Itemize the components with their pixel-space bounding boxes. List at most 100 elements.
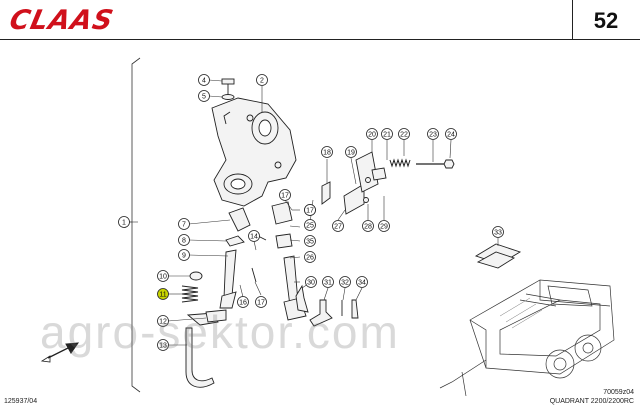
callout-label: 18 [323, 149, 331, 156]
callout-circle [198, 74, 210, 86]
callout-circle [378, 220, 390, 232]
callout-circle [255, 296, 267, 308]
callout-label: 11 [159, 291, 166, 298]
compression-spring [181, 285, 199, 303]
link-12 [205, 309, 227, 323]
direction-arrow [40, 342, 80, 363]
callout-17: 17 [279, 189, 291, 201]
bolt-part [221, 78, 235, 100]
callout-label: 30 [307, 279, 315, 286]
callout-8: 8 [178, 234, 190, 246]
callout-label: 27 [334, 223, 342, 230]
callout-circle [198, 90, 210, 102]
callout-label: 17 [257, 299, 265, 306]
callout-7: 7 [178, 218, 190, 230]
callout-label: 4 [202, 77, 206, 84]
header-divider [572, 0, 573, 39]
callout-label: 19 [347, 149, 355, 156]
callout-32: 32 [339, 276, 351, 288]
callout-circle [248, 230, 260, 242]
callout-circle [157, 315, 169, 327]
lever-31 [309, 299, 359, 327]
callout-34: 34 [356, 276, 368, 288]
callout-circle [178, 249, 190, 261]
callout-label: 33 [494, 229, 502, 236]
callout-24: 24 [445, 128, 457, 140]
callout-21: 21 [381, 128, 393, 140]
callout-label: 24 [447, 131, 455, 138]
callout-35: 35 [304, 235, 316, 247]
callout-25: 25 [304, 219, 316, 231]
callout-circle [398, 128, 410, 140]
callout-26: 26 [304, 251, 316, 263]
callout-label: 35 [306, 238, 314, 245]
callout-circle [304, 219, 316, 231]
footer-right-code: 70059z04 [603, 389, 634, 396]
callout-circle [178, 234, 190, 246]
callout-label: 20 [368, 131, 376, 138]
callout-circle [256, 74, 268, 86]
callout-circle [305, 276, 317, 288]
callout-circle [321, 146, 333, 158]
callout-circle [279, 189, 291, 201]
callout-group: 1245789101112131415161717171819202122232… [118, 74, 504, 351]
page-number: 52 [593, 8, 619, 33]
callout-9: 9 [178, 249, 190, 261]
callout-2: 2 [256, 74, 268, 86]
callout-label: 17 [281, 192, 289, 199]
callout-circle [322, 276, 334, 288]
callout-13: 13 [157, 339, 169, 351]
callout-label: 9 [182, 252, 186, 259]
leader-lines [132, 79, 499, 346]
callout-18: 18 [321, 146, 333, 158]
callout-10: 10 [157, 270, 169, 282]
callout-30: 30 [305, 276, 317, 288]
callout-circle [237, 296, 249, 308]
callout-22: 22 [398, 128, 410, 140]
callout-circle [157, 288, 169, 300]
callout-31: 31 [322, 276, 334, 288]
callout-circle [157, 339, 169, 351]
callout-circle [381, 128, 393, 140]
callout-circle [157, 270, 169, 282]
callout-label: 23 [429, 131, 437, 138]
watermark: agro-sektor.com [40, 306, 400, 358]
callout-label: 34 [358, 279, 366, 286]
callout-label: 8 [182, 237, 186, 244]
callout-label: 5 [202, 93, 206, 100]
callout-17: 17 [255, 296, 267, 308]
bracket-plate [321, 151, 387, 215]
callout-circle [304, 235, 316, 247]
callout-14: 14 [248, 230, 260, 242]
callout-20: 20 [366, 128, 378, 140]
tension-spring [389, 158, 411, 168]
baler-illustration [439, 279, 615, 397]
callout-33: 33 [492, 226, 504, 238]
callout-circle [356, 276, 368, 288]
callout-12: 12 [157, 315, 169, 327]
callout-label: 14 [250, 233, 258, 240]
callout-label: 21 [383, 131, 391, 138]
callout-label: 31 [324, 279, 332, 286]
callout-19: 19 [345, 146, 357, 158]
callout-label: 28 [364, 223, 372, 230]
callout-circle [304, 204, 316, 216]
callout-label: 13 [159, 342, 167, 349]
callout-label: 2 [260, 77, 264, 84]
callout-circle [362, 220, 374, 232]
threaded-rod [416, 159, 455, 169]
callout-label: 22 [400, 131, 408, 138]
callout-label: 29 [380, 223, 388, 230]
stop-33 [474, 243, 522, 269]
callout-circle [118, 216, 130, 228]
callout-circle [178, 218, 190, 230]
callout-17: 17 [304, 204, 316, 216]
assembly-bracket [131, 57, 141, 393]
callout-label: 16 [239, 299, 247, 306]
callout-5: 5 [198, 90, 210, 102]
callout-circle [304, 251, 316, 263]
callout-11: 11 [157, 288, 169, 300]
callout-label: 32 [341, 279, 349, 286]
callout-label: 25 [306, 222, 314, 229]
callout-label: 12 [159, 318, 167, 325]
